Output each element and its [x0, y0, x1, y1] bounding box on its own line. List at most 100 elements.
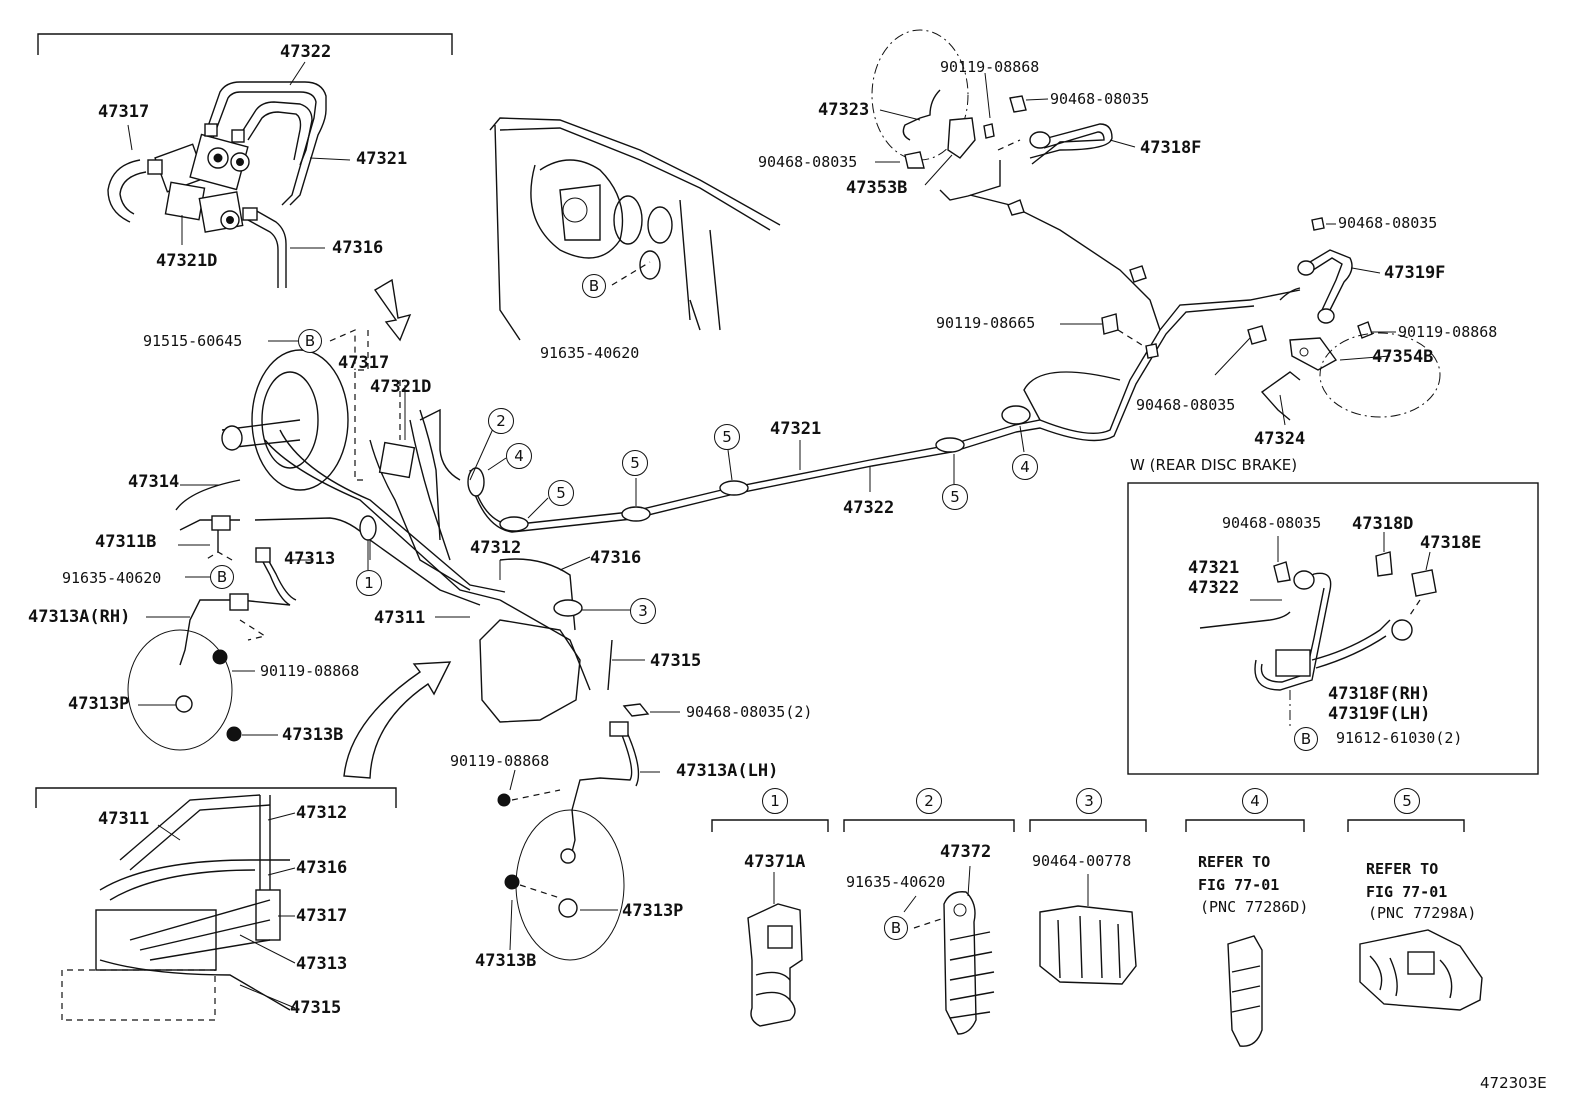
clip-marker-2: 2: [916, 788, 942, 814]
part-label: 90464-00778: [1032, 852, 1132, 870]
part-label: 47317: [98, 102, 150, 122]
body-panel: [489, 117, 781, 341]
marker-b: B: [884, 916, 908, 940]
part-label: 47372: [940, 842, 992, 862]
part-label: 47354B: [1372, 347, 1434, 367]
part-label: 91635-40620: [62, 569, 162, 587]
rear-disc-brake-box: [1127, 482, 1539, 775]
part-label: 47321D: [370, 377, 432, 397]
marker-5: 5: [548, 480, 574, 506]
part-label: 47315: [650, 651, 702, 671]
marker-b: B: [1294, 727, 1318, 751]
callout-markers: [359, 405, 1031, 617]
part-label: 47318F(RH): [1328, 684, 1431, 704]
rear-rh-area: [871, 29, 1441, 426]
marker-b: B: [582, 274, 606, 298]
part-label: 90468-08035: [1050, 90, 1150, 108]
marker-4: 4: [506, 443, 532, 469]
marker-3: 3: [630, 598, 656, 624]
part-label: 47323: [818, 100, 870, 120]
part-label: 47321: [1188, 558, 1240, 578]
part-label: 47317: [338, 353, 390, 373]
marker-5: 5: [714, 424, 740, 450]
part-label: 47317: [296, 906, 348, 926]
part-label: 47316: [590, 548, 642, 568]
part-label: 47311: [374, 608, 426, 628]
part-label: 90468-08035: [758, 153, 858, 171]
part-label: 47313A(RH): [28, 607, 131, 627]
part-label: 90119-08868: [450, 752, 550, 770]
main-brake-lines: [469, 194, 1301, 533]
part-label: 47311B: [95, 532, 157, 552]
refer-note: (PNC 77298A): [1368, 904, 1477, 922]
part-label: 47324: [1254, 429, 1306, 449]
part-label: 47314: [128, 472, 180, 492]
direction-arrow: [373, 278, 412, 342]
diagram-id: 472303E: [1480, 1074, 1547, 1092]
front-lh-hose: [435, 556, 680, 961]
part-label: 47313: [284, 549, 336, 569]
part-label: 90119-08665: [936, 314, 1036, 332]
marker-1: 1: [356, 570, 382, 596]
part-label: 47353B: [846, 178, 908, 198]
part-label: 47321: [770, 419, 822, 439]
part-label: 47313P: [68, 694, 130, 714]
clip-groups: [711, 819, 1483, 1047]
part-label: 90468-08035(2): [686, 703, 813, 721]
clip-marker-3: 3: [1076, 788, 1102, 814]
part-label: 91515-60645: [143, 332, 243, 350]
refer-note: FIG 77-01: [1366, 883, 1448, 901]
part-label: 47311: [98, 809, 150, 829]
marker-4: 4: [1012, 454, 1038, 480]
part-label: 47313: [296, 954, 348, 974]
inset-bottom-left: [35, 787, 397, 1021]
part-label: 47318D: [1352, 514, 1414, 534]
part-label: 90468-08035: [1136, 396, 1236, 414]
part-label: 47316: [332, 238, 384, 258]
part-label: 47312: [470, 538, 522, 558]
clip-marker-1: 1: [762, 788, 788, 814]
top-left-detail: [37, 33, 453, 288]
refer-note: REFER TO: [1198, 853, 1271, 871]
part-label: 47322: [280, 42, 332, 62]
part-label: 90119-08868: [940, 58, 1040, 76]
part-label: 47319F: [1384, 263, 1446, 283]
marker-b: B: [210, 565, 234, 589]
part-label: 47313A(LH): [676, 761, 779, 781]
refer-note: (PNC 77286D): [1200, 898, 1309, 916]
marker-5: 5: [942, 484, 968, 510]
clip-marker-5: 5: [1394, 788, 1420, 814]
marker-b: B: [298, 329, 322, 353]
part-label: 90119-08868: [260, 662, 360, 680]
part-label: 47321D: [156, 251, 218, 271]
part-label: 47313B: [475, 951, 537, 971]
part-label: 47321: [356, 149, 408, 169]
part-label: 90468-08035: [1338, 214, 1438, 232]
part-label: 47371A: [744, 852, 806, 872]
clip-marker-4: 4: [1242, 788, 1268, 814]
part-label: 47318E: [1420, 533, 1482, 553]
part-label: 47319F(LH): [1328, 704, 1431, 724]
part-label: 47322: [843, 498, 895, 518]
part-label: 91635-40620: [846, 873, 946, 891]
marker-5: 5: [622, 450, 648, 476]
part-label: 90468-08035: [1222, 514, 1322, 532]
part-label: 47313B: [282, 725, 344, 745]
part-label: 47313P: [622, 901, 684, 921]
part-label: 47318F: [1140, 138, 1202, 158]
part-label: 47312: [296, 803, 348, 823]
part-label: 91635-40620: [540, 344, 640, 362]
section-title: W (REAR DISC BRAKE): [1130, 456, 1298, 474]
refer-note: REFER TO: [1366, 860, 1439, 878]
marker-2: 2: [488, 408, 514, 434]
front-rh-hose: [127, 329, 356, 751]
direction-curved-arrow: [343, 661, 452, 779]
part-label: 90119-08868: [1398, 323, 1498, 341]
refer-note: FIG 77-01: [1198, 876, 1280, 894]
part-label: 47316: [296, 858, 348, 878]
part-label: 91612-61030(2): [1336, 729, 1463, 747]
part-label: 47315: [290, 998, 342, 1018]
part-label: 47322: [1188, 578, 1240, 598]
master-cylinder-area: [221, 330, 591, 723]
